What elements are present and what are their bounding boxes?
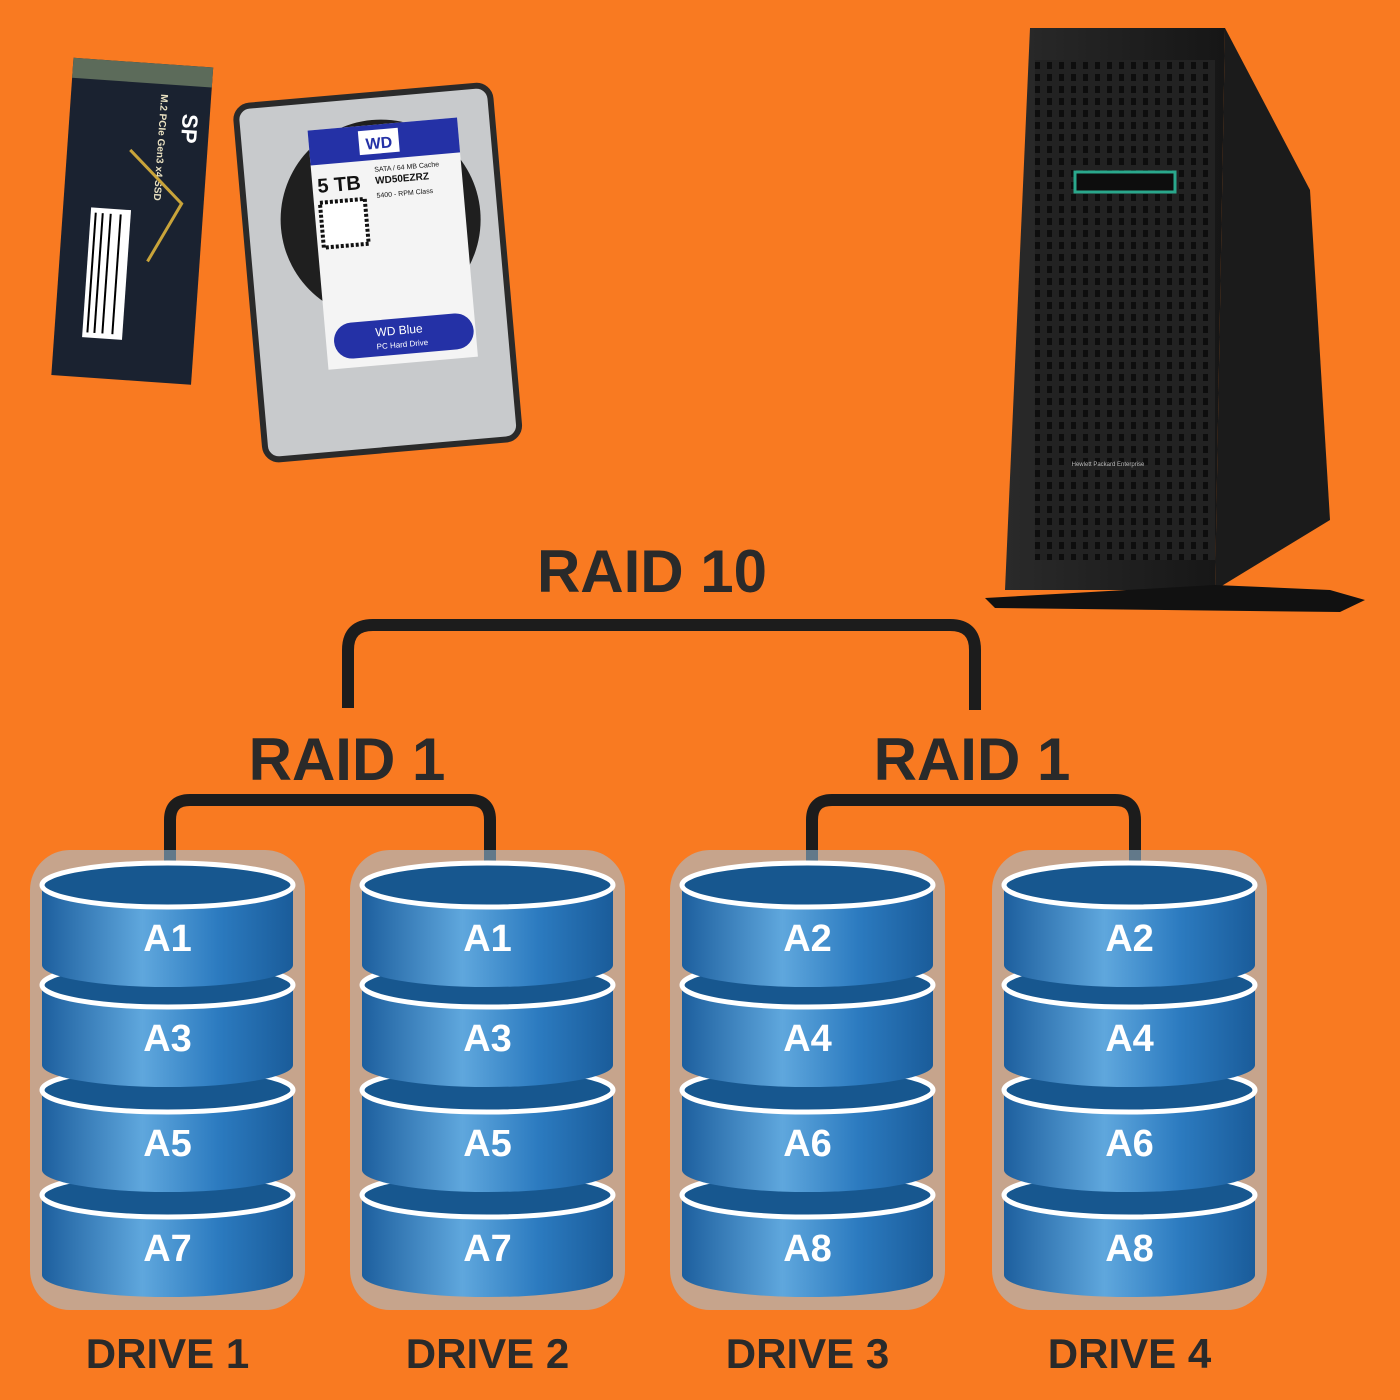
- drive-label: DRIVE 2: [406, 1330, 569, 1377]
- block-top-ring: [679, 860, 936, 910]
- drive-block: A1: [359, 860, 616, 987]
- raid1-left-label: RAID 1: [249, 726, 446, 793]
- drive-block: A2: [679, 860, 936, 987]
- block-label: A1: [463, 918, 512, 960]
- block-bottom: [682, 1043, 933, 1087]
- server-tower-image: Hewlett Packard Enterprise: [985, 28, 1365, 612]
- block-bottom: [1004, 943, 1255, 987]
- block-bottom: [42, 1148, 293, 1192]
- block-bottom: [362, 1148, 613, 1192]
- nvme-ssd-image: SP M.2 PCIe Gen3 x4 SSD: [51, 57, 214, 385]
- block-bottom: [362, 1043, 613, 1087]
- drive-block: A1: [39, 860, 296, 987]
- block-label: A1: [143, 918, 192, 960]
- drive-label: DRIVE 3: [726, 1330, 889, 1377]
- block-label: A3: [143, 1018, 192, 1060]
- block-bottom: [42, 1253, 293, 1297]
- block-bottom: [1004, 1043, 1255, 1087]
- block-label: A4: [1105, 1018, 1154, 1060]
- block-bottom: [682, 1148, 933, 1192]
- hdd-spec2: 5400 - RPM Class: [376, 188, 434, 200]
- block-bottom: [682, 1253, 933, 1297]
- block-label: A8: [1105, 1228, 1154, 1270]
- block-top-ring: [1001, 860, 1258, 910]
- block-label: A6: [1105, 1123, 1154, 1165]
- hdd-image: WD 5 TB SATA / 64 MB Cache WD50EZRZ 5400…: [233, 82, 523, 463]
- block-label: A2: [783, 918, 832, 960]
- drive-block: A5: [39, 1065, 296, 1192]
- raid1-right-label: RAID 1: [874, 726, 1071, 793]
- drive-label: DRIVE 1: [86, 1330, 249, 1377]
- hdd-product: WD Blue: [375, 321, 424, 339]
- block-top-ring: [39, 860, 296, 910]
- block-bottom: [42, 1043, 293, 1087]
- block-bottom: [682, 943, 933, 987]
- hdd-capacity: 5 TB: [317, 172, 362, 198]
- drive-block: A2: [1001, 860, 1258, 987]
- block-label: A8: [783, 1228, 832, 1270]
- raid1-right-connector: [806, 794, 1141, 880]
- raid1-left-connector: [164, 794, 496, 880]
- block-label: A5: [463, 1123, 512, 1165]
- block-bottom: [362, 943, 613, 987]
- ssd-brand: SP: [176, 113, 203, 144]
- drive-label: DRIVE 4: [1048, 1330, 1212, 1377]
- block-bottom: [42, 943, 293, 987]
- block-top-ring: [359, 860, 616, 910]
- block-label: A2: [1105, 918, 1154, 960]
- block-bottom: [362, 1253, 613, 1297]
- raid10-connector: [342, 619, 981, 710]
- block-label: A4: [783, 1018, 832, 1060]
- block-bottom: [1004, 1253, 1255, 1297]
- block-bottom: [1004, 1148, 1255, 1192]
- server-brand: Hewlett Packard Enterprise: [1072, 462, 1145, 468]
- block-label: A5: [143, 1123, 192, 1165]
- hdd-model: WD50EZRZ: [375, 171, 430, 187]
- block-label: A7: [143, 1228, 192, 1270]
- block-label: A3: [463, 1018, 512, 1060]
- raid10-label: RAID 10: [537, 538, 767, 605]
- block-label: A7: [463, 1228, 512, 1270]
- block-label: A6: [783, 1123, 832, 1165]
- hdd-brand: WD: [365, 134, 393, 153]
